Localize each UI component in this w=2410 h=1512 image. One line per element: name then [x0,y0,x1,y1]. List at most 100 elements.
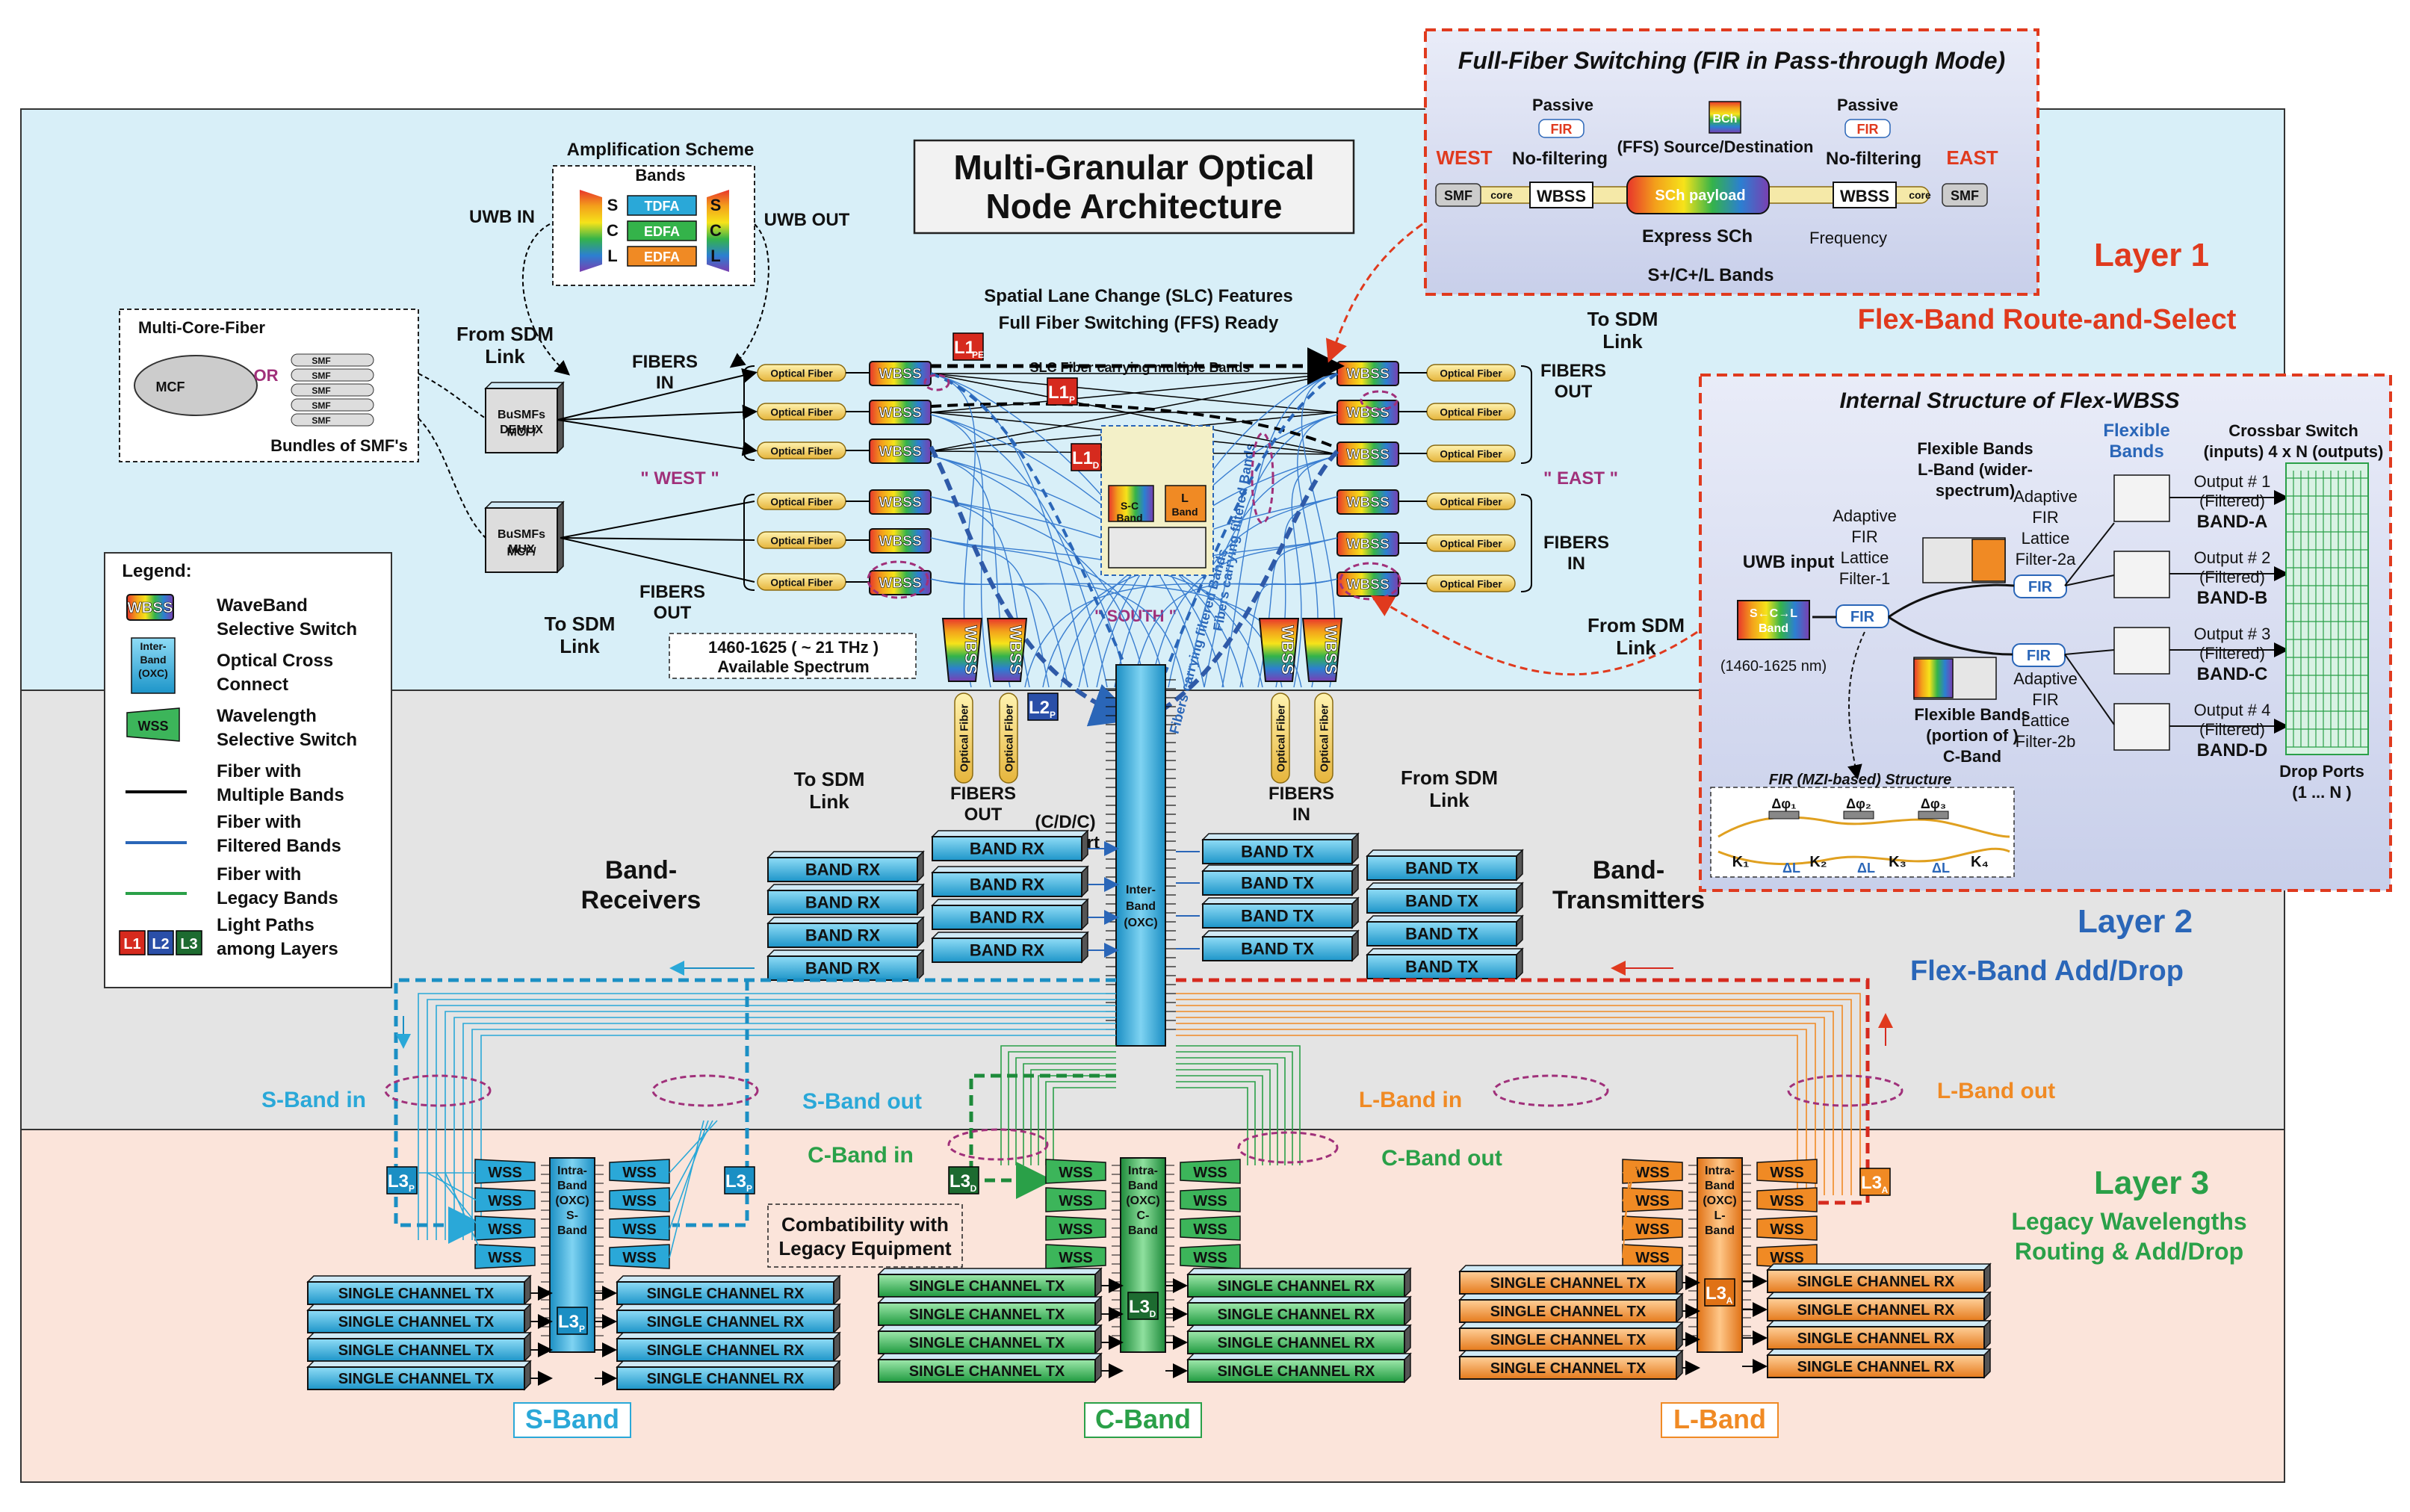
wss-switch-label: WSS [1635,1221,1670,1238]
single-channel-rx-top [1186,1268,1412,1275]
optical-fiber-box [954,693,973,784]
demux-to-fiber [557,404,758,421]
single-channel-rx-top [1766,1263,1992,1271]
wbss-switch: WBSS [1336,361,1399,386]
single-channel-rx-label: SINGLE CHANNEL RX [1218,1335,1375,1351]
output-sub-label: (Filtered) [2199,568,2265,586]
fir-filter-label: FIR [2027,648,2051,664]
band-tx-box-label: BAND TX [1241,907,1314,926]
fir2b-to-out3 [2064,649,2115,655]
fiber-to-mux [560,537,755,583]
l-band-distribution [1176,1011,1834,1195]
adaptive-filter-1-label: Lattice [1841,548,1889,567]
band-rx-box-side [1081,829,1088,862]
wbss-switch: WBSS [869,361,932,386]
band-rx-box-top [931,899,1089,906]
fibers-in-east: IN [1567,554,1585,574]
wss-switch-label: WSS [488,1193,522,1209]
adaptive-filter-2a-label: Lattice [2022,529,2070,548]
flexible-bands-c-label: (portion of ) [1926,726,2018,745]
fiber-to-mux [560,501,755,539]
mcf-to-mux [418,418,486,539]
single-channel-tx-label: SINGLE CHANNEL TX [338,1342,495,1359]
band-tx-box [1202,903,1353,929]
optical-fiber-label: Optical Fiber [1440,448,1502,459]
fir-icon-east [1844,119,1891,138]
smf-label: SMF [312,400,330,411]
c-band-distribution [1176,1081,1256,1165]
single-channel-tx-top [1458,1322,1684,1329]
band-rx-box-label: BAND RX [970,840,1045,858]
wbss-switch-label: WBSS [127,600,173,616]
drop-inset-band [1108,485,1154,522]
legend-light-path-label: L3 [180,936,197,952]
band-transmitters-label: Band- [1593,856,1664,884]
fiber-bundle-ellipse [923,374,950,391]
compat-label: Legacy Equipment [778,1237,951,1260]
wbss-switch: WBSS [1336,400,1399,425]
slc-fiber-label: SLC Fiber carrying multiple Bands [1029,360,1250,375]
ffs-panel [1424,28,2039,296]
output-filter-stack [2113,703,2170,751]
single-channel-rx-label: SINGLE CHANNEL RX [1797,1330,1955,1347]
wbss-switch-body [126,594,174,621]
layer1-name: Layer 1 [2094,237,2209,273]
filtered-band-fiber [1024,578,1338,688]
light-path-badge [386,1166,418,1195]
fir-icon-label: FIR [1857,122,1879,137]
light-path-label: L1 [1072,448,1093,468]
light-path-label: L3 [1129,1297,1150,1317]
legend-item-label: Multiple Bands [217,785,344,805]
wss-switch-label: WSS [488,1221,522,1238]
crossbar-label: (inputs) 4 x N (outputs) [2204,442,2384,461]
single-channel-tx-label: SINGLE CHANNEL TX [1490,1304,1647,1320]
l3-c-path [969,1073,1116,1199]
intra-band-oxc-label: Band [557,1224,587,1237]
legend-wss-icon [126,707,180,742]
c-band-distribution [1176,1045,1301,1165]
smf-cable [291,413,374,427]
wss-switch-label: WSS [622,1165,657,1181]
wss-switch [1756,1187,1818,1212]
light-path-subscript: A [1726,1295,1733,1306]
wbss-switch: WBSS [1336,571,1399,597]
output-band-label: BAND-A [2197,512,2268,532]
light-path-subscript: P [1050,710,1056,720]
demux-box-label: MCF/ [507,427,536,439]
ffs-title: Full-Fiber Switching (FIR in Pass-throug… [1458,47,2005,74]
smf-cable [291,383,374,397]
optical-fiber-label: Optical Fiber [1440,496,1502,507]
band-rx-box [767,923,918,948]
optical-fiber-box [1271,693,1290,784]
adaptive-filter-2b-label: Lattice [2022,711,2070,730]
single-channel-tx-label: SINGLE CHANNEL TX [338,1371,495,1387]
fiber-bundle-ellipse [947,1128,1049,1161]
fiber-bracket [743,494,755,591]
optical-fiber-label: Optical Fiber [770,535,833,546]
smf-connector-west [1435,183,1481,207]
demux-label: DEMUX [500,424,543,436]
band-tx-box-side [1351,864,1359,896]
single-channel-tx-top [306,1304,532,1311]
single-channel-rx-label: SINGLE CHANNEL RX [1797,1274,1955,1290]
drop-inset-sc: Band [1117,512,1143,524]
filtered-band-fiber [930,373,1088,688]
light-path-badge [952,332,984,361]
light-path-label: L3 [558,1312,579,1332]
c-band-distribution [1045,1081,1116,1165]
wss-switch-label: WSS [1635,1250,1670,1266]
mcf-title: Multi-Core-Fiber [138,318,265,337]
wbss-switch: WBSS [1336,489,1399,515]
legend-oxc-label: Inter- [140,640,167,652]
coupler-label: K₃ [1889,854,1906,870]
single-channel-rx [1187,1274,1405,1298]
mux-label: BuSMFs [498,528,545,541]
light-path-subscript: P [1069,394,1075,405]
amp-band-letter: L [607,247,617,265]
wbss-switch-label: WBSS [1346,366,1390,382]
uwb-in-path [521,223,571,376]
single-channel-rx-top [616,1275,841,1283]
c-band-distribution [1176,1063,1278,1165]
band-tx-box [1366,888,1517,914]
coupler-label: K₁ [1732,854,1750,870]
